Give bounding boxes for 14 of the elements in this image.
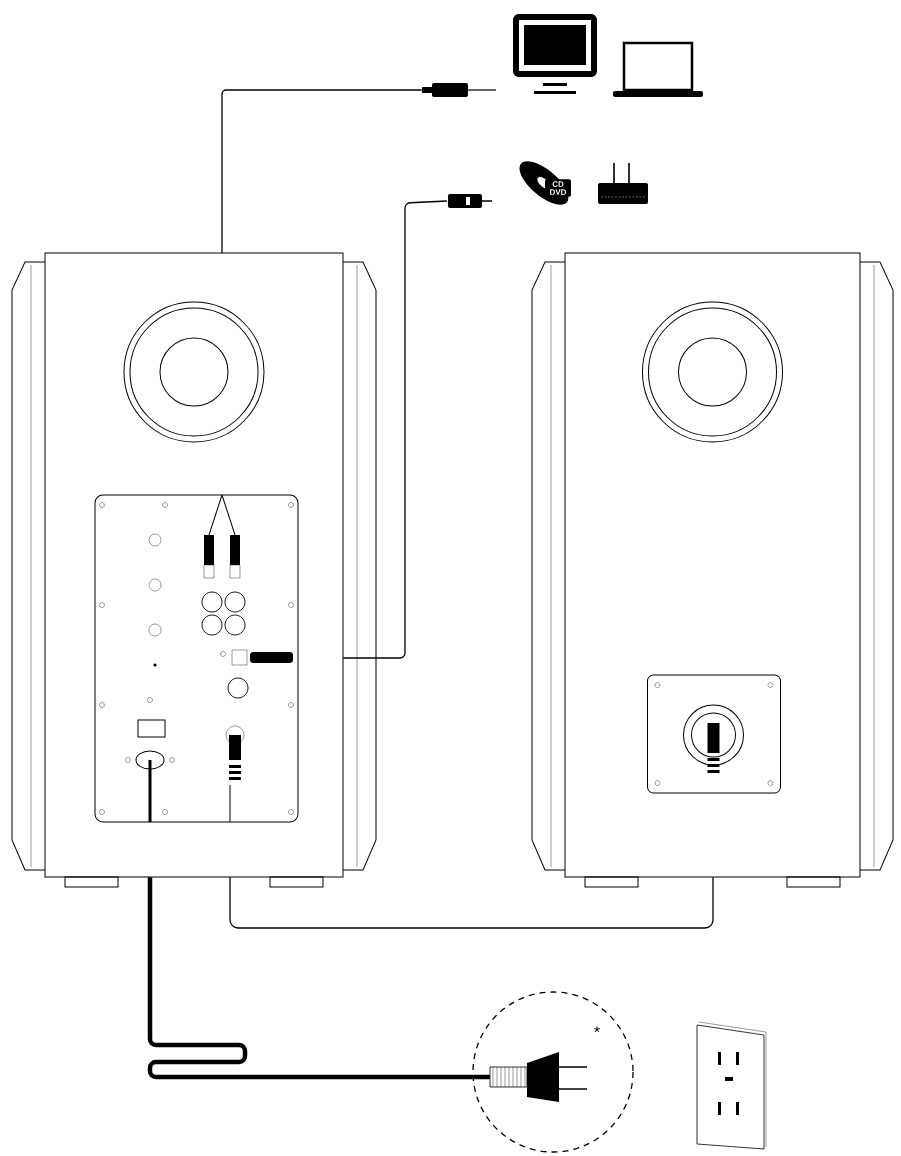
cable (147, 877, 490, 1080)
cable (229, 876, 714, 929)
plug-icon (448, 194, 493, 208)
plug-icon (489, 1052, 588, 1102)
laptop-icon (613, 41, 703, 97)
wall-outlet-drawing (696, 1021, 767, 1150)
cable (342, 200, 448, 659)
monitor-icon (513, 14, 597, 94)
speaker-drawing (531, 252, 894, 888)
plug-icon (422, 83, 497, 97)
cable (221, 89, 423, 254)
asterisk-mark: * (594, 1026, 600, 1033)
router-icon (598, 162, 648, 204)
speaker-drawing (11, 252, 377, 888)
